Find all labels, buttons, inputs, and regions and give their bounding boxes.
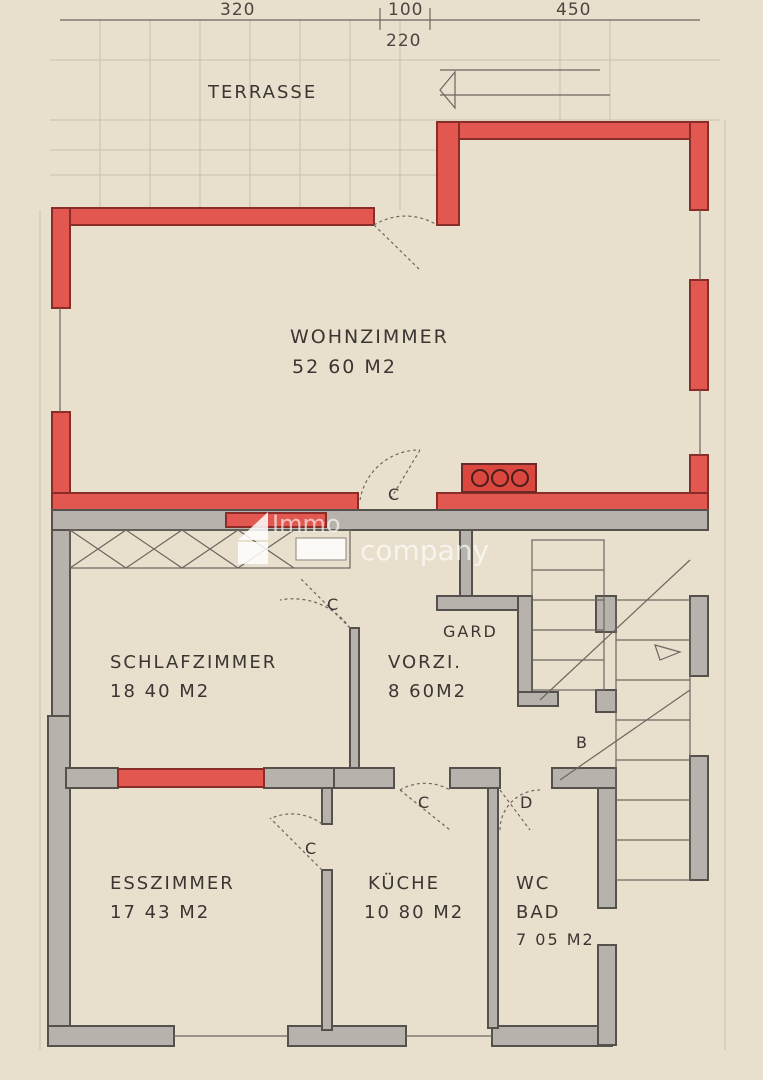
watermark-logo: Immo company bbox=[238, 510, 489, 567]
marker-c-3: C bbox=[418, 793, 431, 812]
vorzimmer-label: VORZI. bbox=[388, 652, 462, 673]
terrace-door-swing bbox=[373, 215, 438, 271]
marker-c-4: C bbox=[305, 839, 318, 858]
dimension-top-right: 450 bbox=[556, 0, 591, 20]
stove-icon bbox=[461, 463, 537, 493]
dimension-top-left: 320 bbox=[220, 0, 255, 20]
wohnzimmer-area: 52 60 M2 bbox=[292, 356, 397, 378]
door-swings bbox=[269, 449, 541, 871]
esszimmer-new-wall bbox=[117, 768, 265, 788]
schlafzimmer-area: 18 40 M2 bbox=[110, 681, 210, 702]
marker-d: D bbox=[520, 793, 534, 812]
kueche-area: 10 80 M2 bbox=[364, 902, 464, 923]
wc-bad-area: 7 05 M2 bbox=[516, 930, 595, 949]
watermark-text-bottom: company bbox=[360, 534, 489, 567]
marker-b: B bbox=[576, 733, 589, 752]
windows bbox=[59, 210, 701, 1037]
marker-c-1: C bbox=[388, 485, 401, 504]
bad-label: BAD bbox=[516, 902, 561, 923]
existing-walls bbox=[47, 509, 709, 1047]
dimension-line bbox=[60, 8, 700, 110]
watermark-text-top: Immo bbox=[272, 510, 341, 538]
dimension-top-middle: 100 bbox=[388, 0, 423, 20]
schlafzimmer-label: SCHLAFZIMMER bbox=[110, 652, 277, 673]
garderobe-label: GARD bbox=[443, 622, 498, 641]
vorzimmer-area: 8 60M2 bbox=[388, 681, 467, 702]
construction-grid bbox=[39, 20, 726, 1050]
staircase bbox=[531, 539, 691, 881]
dimension-top-middle-sub: 220 bbox=[386, 31, 421, 51]
terrace-label: TERRASSE bbox=[207, 82, 317, 103]
wohnzimmer-new-walls bbox=[51, 121, 709, 511]
kueche-label: KÜCHE bbox=[368, 872, 440, 894]
beam-new-wall bbox=[225, 512, 327, 528]
wc-label: WC bbox=[516, 873, 550, 894]
esszimmer-area: 17 43 M2 bbox=[110, 902, 210, 923]
marker-c-2: C bbox=[327, 595, 340, 614]
esszimmer-label: ESSZIMMER bbox=[110, 873, 235, 894]
wohnzimmer-label: WOHNZIMMER bbox=[290, 326, 449, 348]
